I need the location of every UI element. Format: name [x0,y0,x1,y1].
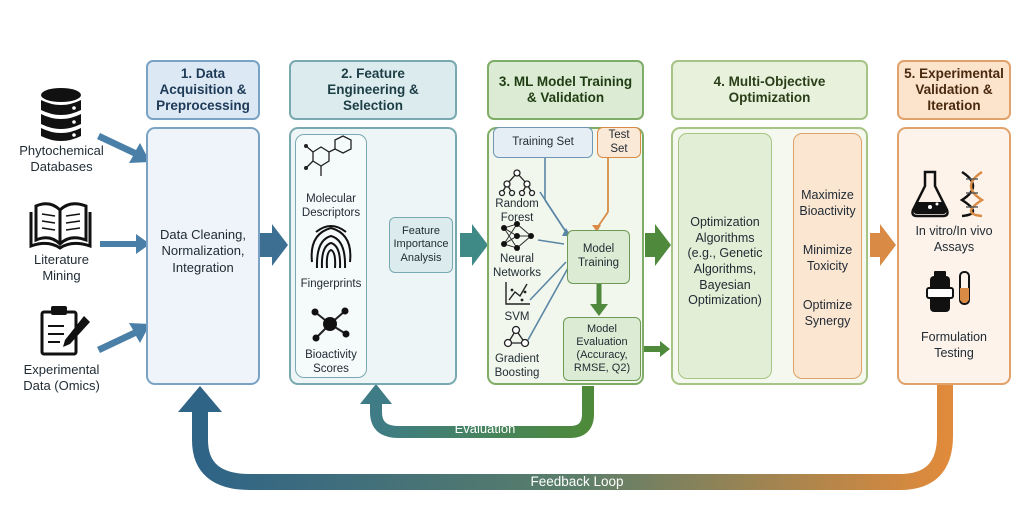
stage-1-title: 1. Data Acquisition & Preprocessing [156,65,250,114]
model-evaluation-box: Model Evaluation (Accuracy, RMSE, Q2) [563,317,641,381]
source-experimental-label: Experimental Data (Omics) [23,362,100,394]
feedback-loop-label: Feedback Loop [530,474,624,489]
minimize-label: Minimize Toxicity [802,243,853,273]
arrow-s1-s2 [260,224,288,266]
fingerprints-label: Fingerprints [300,278,362,290]
maximize-label: Maximize Bioactivity [799,188,856,218]
test-set-box: Test Set [597,127,641,158]
feedback-loop-arrowhead [178,386,222,412]
gradient-boosting-label: Gradient Boosting [494,353,540,380]
feature-importance-box: Feature Importance Analysis [389,217,453,273]
stage-2-title: 2. Feature Engineering & Selection [327,65,419,114]
stage-1-panel [146,127,260,385]
stage-3-title: 3. ML Model Training & Validation [498,73,633,105]
bioactivity-scores-label: Bioactivity Scores [305,349,357,376]
stage-2-header: 2. Feature Engineering & Selection [289,60,457,120]
stage-5-header: 5. Experimental Validation & Iteration [897,60,1011,120]
optimize-label: Optimize Synergy [802,298,853,328]
source-phytochemical-label: Phytochemical Databases [19,143,104,175]
feedback-loop-arrow [192,384,953,490]
arrow-s3-s4 [645,224,671,266]
stage-3-header: 3. ML Model Training & Validation [487,60,644,120]
feature-importance-label: Feature Importance Analysis [393,225,449,264]
evaluation-label: Evaluation [454,421,516,436]
formulation-label: Formulation Testing [921,330,987,360]
source-arrow-phytochemical [97,133,150,163]
neural-networks-label: Neural Networks [493,253,541,280]
model-training-label: Model Training [577,243,620,269]
source-arrow-experimental [97,323,150,353]
algorithms-label: Optimization Algorithms (e.g., Genetic A… [687,215,763,308]
objectives-box [793,133,862,379]
model-training-box: Model Training [567,230,630,284]
evaluation-loop-arrowhead [360,384,392,404]
stage-5-title: 5. Experimental Validation & Iteration [904,65,1004,114]
source-arrow-literature [100,234,150,254]
assays-label: In vitro/In vivo Assays [915,224,993,254]
training-set-box: Training Set [493,127,593,158]
stage-1-body: Data Cleaning, Normalization, Integratio… [160,227,246,275]
molecular-descriptors-label: Molecular Descriptors [301,193,361,220]
stage-2-inner-panel [295,134,367,378]
stage-1-header: 1. Data Acquisition & Preprocessing [146,60,260,120]
svm-label: SVM [504,311,530,323]
model-evaluation-label: Model Evaluation (Accuracy, RMSE, Q2) [573,322,631,375]
stage-5-panel [897,127,1011,385]
source-literature-label: Literature Mining [34,252,89,284]
training-set-label: Training Set [512,135,574,148]
stage-4-title: 4. Multi-Objective Optimization [713,73,826,105]
evaluation-loop-arrow [370,386,594,438]
random-forest-label: Random Forest [495,198,539,225]
stage-4-header: 4. Multi-Objective Optimization [671,60,868,120]
arrow-s2-s3 [460,224,488,266]
test-set-label: Test Set [608,128,630,155]
algorithms-box [678,133,772,379]
arrow-s4-s5 [870,224,896,266]
arrow-evaluation-s4 [641,341,670,357]
